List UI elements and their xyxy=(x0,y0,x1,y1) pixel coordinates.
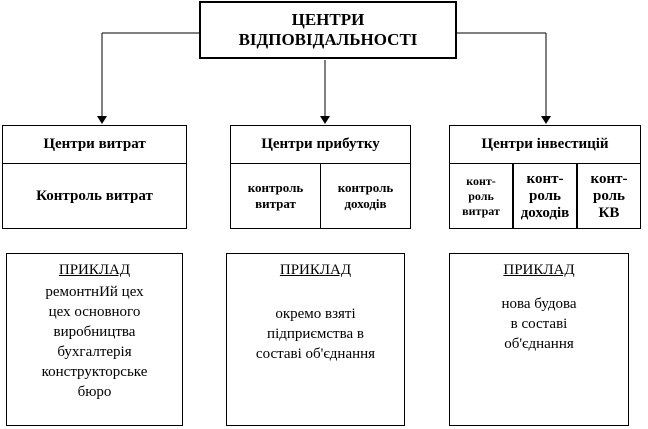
cell-text: контроль xyxy=(247,180,304,195)
cost-control-cell: Контроль витрат xyxy=(36,187,153,204)
profit-centers-title: Центри прибутку xyxy=(231,126,410,164)
investment-centers-box: Центри інвестицій конт- роль витрат конт… xyxy=(449,125,641,229)
example-line: об'єднання xyxy=(504,336,574,352)
example-line: конструкторське xyxy=(41,364,148,380)
investment-centers-example-box: ПРИКЛАД нова будова в составі об'єднання xyxy=(449,253,629,426)
cost-centers-title: Центри витрат xyxy=(3,126,186,164)
cell-text: витрат xyxy=(255,196,296,211)
example-line: окремо взяті xyxy=(275,306,356,322)
cell-text: роль xyxy=(468,188,494,203)
cell-text: конт- xyxy=(590,170,628,187)
example-line: нова будова xyxy=(501,296,577,312)
cell-text: конт- xyxy=(526,170,564,187)
root-title-line-2: ВІДПОВІДАЛЬНОСТІ xyxy=(238,30,418,49)
investment-controls-row: конт- роль витрат конт- роль доходів кон… xyxy=(450,164,640,228)
profit-centers-box: Центри прибутку контроль витрат контроль… xyxy=(230,125,411,229)
profit-controls-row: контроль витрат контроль доходів xyxy=(231,164,410,228)
example-line: виробництва xyxy=(53,324,136,340)
investment-capital-control-cell: конт- роль КВ xyxy=(578,164,640,228)
cell-text: контроль xyxy=(337,180,394,195)
example-line: бухгалтерія xyxy=(57,344,132,360)
example-heading: ПРИКЛАД xyxy=(279,262,352,278)
cell-text: роль xyxy=(593,187,625,204)
investment-cost-control-cell: конт- роль витрат xyxy=(450,164,512,228)
example-lines: ремонтнИй цех цех основного виробництва … xyxy=(7,282,182,402)
profit-income-control-cell: контроль доходів xyxy=(320,164,410,228)
cost-centers-box: Центри витрат Контроль витрат xyxy=(2,125,187,229)
example-line: в составі xyxy=(510,316,568,332)
example-line: цех основного xyxy=(48,304,141,320)
responsibility-centers-box: ЦЕНТРИ ВІДПОВІДАЛЬНОСТІ xyxy=(199,1,457,59)
cell-text: роль xyxy=(529,187,561,204)
investment-income-control-cell: конт- роль доходів xyxy=(512,164,578,228)
root-title-line-1: ЦЕНТРИ xyxy=(291,10,365,29)
cost-centers-example-box: ПРИКЛАД ремонтнИй цех цех основного виро… xyxy=(6,253,183,426)
cell-text: доходів xyxy=(344,196,387,211)
example-line: бюро xyxy=(77,384,112,400)
cell-text: витрат xyxy=(462,203,500,218)
investment-centers-title: Центри інвестицій xyxy=(450,126,640,164)
example-line: составі об'єднання xyxy=(255,346,376,362)
cell-text: конт- xyxy=(466,173,496,188)
example-lines: окремо взяті підприємства в составі об'є… xyxy=(227,304,404,364)
example-line: підприємства в xyxy=(267,326,364,342)
example-heading: ПРИКЛАД xyxy=(503,262,575,278)
profit-cost-control-cell: контроль витрат xyxy=(231,164,320,228)
example-lines: нова будова в составі об'єднання xyxy=(450,294,628,354)
example-heading: ПРИКЛАД xyxy=(58,262,131,278)
profit-centers-example-box: ПРИКЛАД окремо взяті підприємства в сост… xyxy=(226,253,405,426)
example-line: ремонтнИй цех xyxy=(45,284,144,300)
cell-text: КВ xyxy=(598,204,620,221)
cell-text: доходів xyxy=(520,204,570,221)
